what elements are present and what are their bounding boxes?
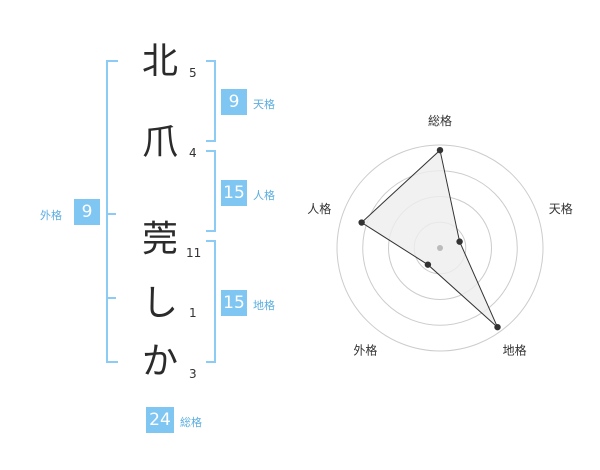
- radar-point-4: [424, 261, 432, 268]
- radar-axis-label-5: 人格: [307, 201, 331, 216]
- tenkaku-bracket: [206, 60, 216, 142]
- radar-ring-2: [388, 196, 492, 300]
- soukaku-label: 総格: [180, 416, 202, 429]
- radar-axis-label-4: 外格: [353, 343, 377, 358]
- gaikaku-bracket-tick-1: [106, 213, 116, 215]
- gaikaku-bracket-tick-2: [106, 297, 116, 299]
- gaikaku-value: 9: [74, 199, 100, 225]
- jinkaku-value: 15: [221, 180, 247, 206]
- radar-axis-label-2: 天格: [549, 201, 573, 216]
- chikaku-label: 地格: [253, 299, 275, 312]
- radar-axis-label-1: 総格: [428, 113, 452, 128]
- radar-area: [360, 149, 498, 328]
- tenkaku-value: 9: [221, 89, 247, 115]
- stroke-count-1: 5: [189, 66, 197, 80]
- jinkaku-label: 人格: [253, 189, 275, 202]
- chikaku-bracket: [206, 240, 216, 363]
- soukaku-value: 24: [146, 407, 174, 433]
- gaikaku-label: 外格: [40, 209, 62, 222]
- tenkaku-label: 天格: [253, 98, 275, 111]
- stroke-count-3: 11: [186, 246, 202, 260]
- radar-point-3: [494, 323, 501, 331]
- radar-ring-4: [336, 144, 544, 352]
- stroke-count-4: 1: [189, 306, 197, 320]
- radar-point-2: [456, 238, 463, 245]
- radar-ring-3: [362, 170, 518, 326]
- chikaku-value: 15: [221, 290, 247, 316]
- radar-point-1: [436, 146, 444, 154]
- stroke-count-2: 4: [189, 146, 197, 160]
- radar-axis-label-3: 地格: [503, 343, 527, 358]
- jinkaku-bracket: [206, 150, 216, 232]
- gaikaku-bracket: [106, 60, 118, 363]
- name-char-5: か: [141, 341, 178, 382]
- name-char-1: 北: [141, 41, 178, 82]
- radar-point-5: [358, 219, 365, 226]
- radar-ring-1: [413, 221, 467, 275]
- name-char-4: し: [141, 283, 178, 324]
- name-char-2: 爪: [141, 122, 178, 163]
- radar-center-dot: [437, 245, 443, 251]
- stroke-count-5: 3: [189, 367, 197, 381]
- name-char-3: 莞: [141, 219, 178, 260]
